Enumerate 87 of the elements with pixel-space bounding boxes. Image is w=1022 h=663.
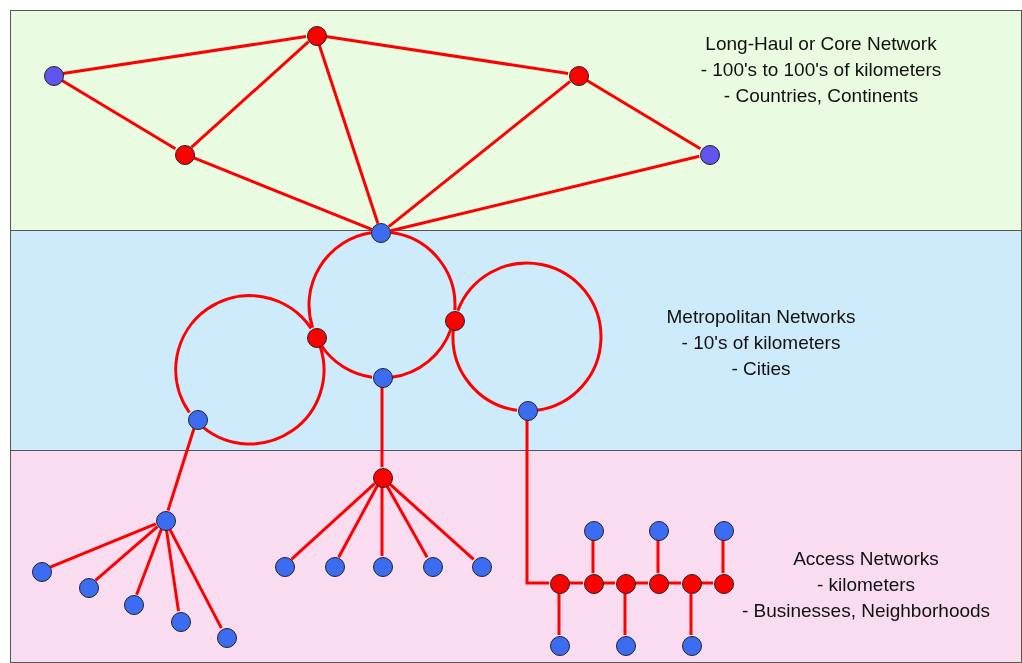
network-node (569, 66, 589, 86)
network-node (325, 557, 345, 577)
network-link (451, 330, 518, 412)
network-link (94, 525, 159, 582)
network-node (171, 612, 191, 632)
network-link (135, 528, 163, 596)
network-node (373, 468, 393, 488)
network-link (603, 581, 615, 585)
network-link (60, 78, 177, 151)
network-node (79, 578, 99, 598)
network-link (166, 428, 196, 511)
network-node (550, 574, 570, 594)
network-link (591, 540, 595, 573)
network-node (175, 145, 195, 165)
network-band (10, 10, 1022, 231)
network-link (202, 345, 326, 446)
network-link (380, 387, 384, 467)
network-link (337, 485, 379, 558)
network-link (387, 80, 572, 228)
network-link (623, 593, 627, 635)
network-link (689, 593, 693, 635)
band-heading: Long-Haul or Core Network (704, 32, 938, 56)
network-node (550, 636, 570, 656)
network-node (682, 574, 702, 594)
network-link (62, 35, 307, 75)
network-node (32, 562, 52, 582)
network-node (188, 410, 208, 430)
network-node (649, 574, 669, 594)
network-link (385, 484, 429, 559)
network-link (390, 231, 457, 310)
network-link (325, 35, 569, 75)
network-link (456, 261, 603, 412)
network-node (373, 368, 393, 388)
network-link (668, 581, 681, 585)
network-node (616, 574, 636, 594)
network-node (275, 557, 295, 577)
network-link (585, 78, 702, 151)
network-node (649, 521, 669, 541)
network-node (124, 595, 144, 615)
band-heading: Metropolitan Networks (665, 305, 857, 329)
network-link (391, 328, 453, 379)
network-band (10, 230, 1022, 451)
network-node (584, 574, 604, 594)
network-link (525, 420, 549, 585)
band-note: - kilometers (815, 573, 917, 597)
network-node (472, 557, 492, 577)
network-node (700, 145, 720, 165)
network-link (635, 581, 648, 585)
network-node (156, 511, 176, 531)
network-link (380, 487, 384, 556)
network-link (290, 482, 376, 561)
network-link (307, 231, 372, 328)
network-link (557, 593, 561, 635)
network-link (174, 294, 313, 414)
network-link (388, 482, 475, 561)
network-link (192, 156, 373, 231)
network-link (320, 344, 373, 379)
network-link (656, 540, 660, 573)
band-heading: Access Networks (792, 547, 940, 571)
network-node (307, 26, 327, 46)
network-node (682, 636, 702, 656)
network-link (190, 40, 310, 149)
network-link (168, 528, 223, 629)
band-note: - 10's of kilometers (680, 331, 842, 355)
network-node (373, 557, 393, 577)
network-node (44, 66, 64, 86)
network-link (49, 522, 157, 569)
band-note: - Businesses, Neighborhoods (740, 599, 992, 623)
network-link (317, 44, 380, 224)
band-note: - 100's to 100's of kilometers (699, 58, 943, 82)
band-note: - Countries, Continents (722, 84, 920, 108)
network-node (217, 628, 237, 648)
network-node (616, 636, 636, 656)
network-link (721, 540, 725, 573)
network-link (165, 529, 180, 612)
network-link (569, 581, 583, 585)
network-node (445, 311, 465, 331)
network-node (584, 521, 604, 541)
network-node (307, 328, 327, 348)
network-node (423, 557, 443, 577)
network-link (390, 154, 700, 233)
band-note: - Cities (730, 357, 792, 381)
network-link (701, 581, 713, 585)
network-node (518, 401, 538, 421)
network-node (714, 521, 734, 541)
network-band (10, 450, 1022, 663)
network-node (714, 574, 734, 594)
